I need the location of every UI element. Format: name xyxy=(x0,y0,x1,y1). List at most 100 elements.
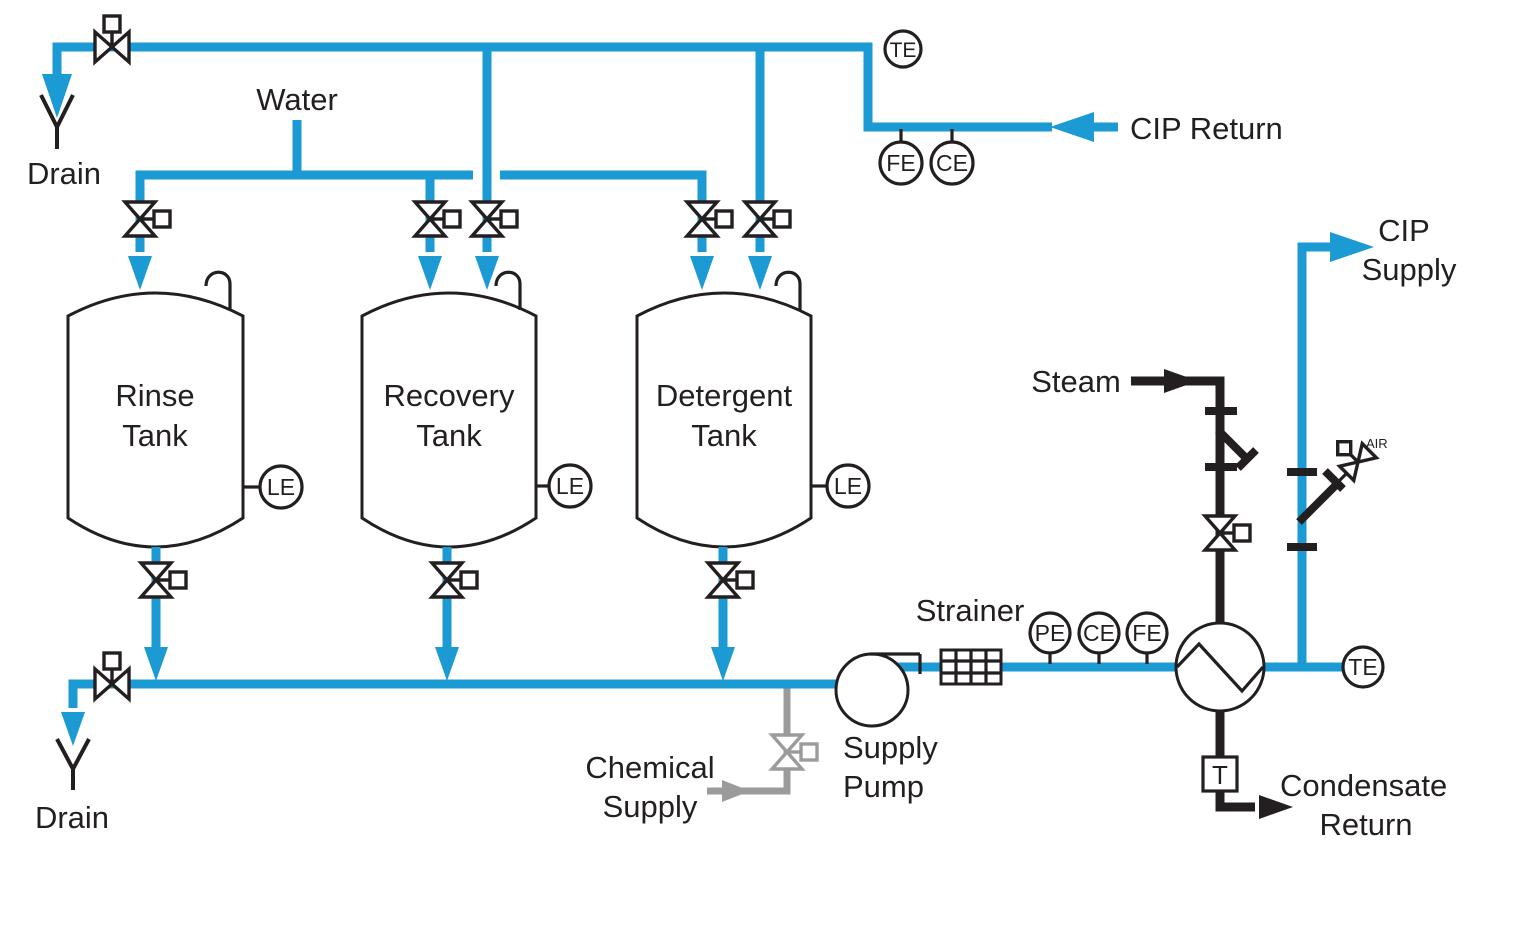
fe-return-instrument: FE xyxy=(878,129,924,186)
recovery-tank-label-line2: Tank xyxy=(416,418,482,453)
bottom-drain-label: Drain xyxy=(35,800,109,835)
instrument-tag: FE xyxy=(1132,620,1161,646)
air-label: AIR xyxy=(1366,436,1388,451)
supply-pump-label-line1: Supply xyxy=(843,730,938,765)
water-manifold-right xyxy=(500,170,707,252)
suction-header-pipe xyxy=(68,679,860,708)
chemical-supply-label-line2: Supply xyxy=(603,789,698,824)
top-header-pipe xyxy=(52,42,1052,132)
suction-header-valve xyxy=(93,651,131,701)
rinse-level-instrument: LE xyxy=(243,464,304,510)
instrument-tag: CE xyxy=(936,150,968,176)
condensate-return-label-line2: Return xyxy=(1319,807,1412,842)
condensate-return-label-line1: Condensate xyxy=(1280,768,1447,803)
instrument-bubble xyxy=(1028,611,1072,655)
instrument-tag: PE xyxy=(1035,620,1066,646)
recovery-outlet-valve xyxy=(430,561,479,599)
instrument-bubble xyxy=(929,140,975,186)
steam-line-fittings xyxy=(1205,407,1259,471)
instrument-tag: LE xyxy=(556,473,584,499)
detergent-tank-body xyxy=(635,291,813,549)
recovery-level-instrument: LE xyxy=(536,463,593,509)
steam-trap-label: T xyxy=(1212,760,1228,790)
detergent-level-instrument: LE xyxy=(811,463,871,509)
air-valve xyxy=(1336,440,1380,484)
recovery-inlet-valve-right xyxy=(470,200,519,238)
steam-control-valve xyxy=(1203,514,1252,552)
drain-funnel-icon xyxy=(39,94,75,149)
chemical-supply-arrow xyxy=(722,780,750,802)
recovery-tank-label-line1: Recovery xyxy=(384,378,515,413)
instrument-tag: FE xyxy=(886,150,915,176)
top-header-valve xyxy=(93,14,131,64)
rinse-tank xyxy=(66,291,245,549)
detergent-inlet-valve-right xyxy=(743,200,792,238)
detergent-outlet-arrow xyxy=(711,647,735,681)
recovery-inlet-arrow-left xyxy=(418,256,442,290)
supply-pump xyxy=(834,652,922,728)
detergent-tank xyxy=(635,291,813,549)
steam-label: Steam xyxy=(1031,364,1121,399)
top-drain-arrow xyxy=(42,74,72,118)
recovery-inlet-valve-left xyxy=(413,200,462,238)
detergent-inlet-arrow-right xyxy=(748,256,772,290)
instrument-bubble xyxy=(883,29,923,69)
rinse-tank-label-line2: Tank xyxy=(122,418,188,453)
instrument-tag: TE xyxy=(890,39,917,62)
condensate-line xyxy=(1215,709,1293,819)
bottom-drain xyxy=(55,738,91,790)
recovery-tank-body xyxy=(360,291,538,549)
chemical-supply-label-line1: Chemical xyxy=(585,750,714,785)
rinse-outlet-valve xyxy=(139,561,188,599)
rinse-outlet-arrow xyxy=(144,647,168,681)
detergent-tank-label-line1: Detergent xyxy=(656,378,793,413)
rinse-tank-body xyxy=(66,291,245,549)
condensate-pipe-lower xyxy=(1215,790,1255,812)
fe-discharge-instrument: FE xyxy=(1125,611,1169,664)
rinse-tank-label-line1: Rinse xyxy=(115,378,194,413)
steam-sample-branch xyxy=(1215,427,1249,461)
water-distribution xyxy=(128,47,772,290)
rinse-inlet-arrow xyxy=(128,256,152,290)
pe-discharge-instrument: PE xyxy=(1028,611,1072,664)
cip-supply-label-line2: Supply xyxy=(1362,252,1457,287)
instrument-tag: CE xyxy=(1083,620,1115,646)
strainer-label: Strainer xyxy=(916,593,1025,628)
cip-supply-riser xyxy=(1297,242,1330,667)
supply-pump-label-line2: Pump xyxy=(843,769,924,804)
steam-arrow xyxy=(1164,369,1198,393)
steam-sample-cap xyxy=(1235,447,1259,471)
rinse-tank-vent-icon xyxy=(204,270,232,310)
instrument-tag: LE xyxy=(267,474,295,500)
instrument-bubble xyxy=(878,140,924,186)
steam-trap: T xyxy=(1201,755,1239,793)
te-return-instrument: TE xyxy=(883,29,923,69)
recovery-tank-vent-icon xyxy=(494,270,522,310)
chemical-supply-valve xyxy=(770,733,819,771)
top-drain-label: Drain xyxy=(27,156,101,191)
water-label: Water xyxy=(256,82,338,117)
instrument-bubble xyxy=(825,463,871,509)
bottom-drain-arrow xyxy=(61,712,85,746)
ce-return-instrument: CE xyxy=(929,129,975,186)
air-blow-assembly xyxy=(1287,440,1380,551)
detergent-tank-vent-icon xyxy=(774,270,802,310)
recovery-outlet-arrow xyxy=(435,647,459,681)
instrument-bubble xyxy=(1341,645,1385,689)
instrument-tag: LE xyxy=(834,473,862,499)
te-supply-instrument: TE xyxy=(1341,645,1385,689)
instrument-tag: TE xyxy=(1348,654,1377,680)
cip-return-arrow xyxy=(1050,112,1094,142)
cip-return-label: CIP Return xyxy=(1130,111,1283,146)
top-drain xyxy=(39,94,75,149)
strainer xyxy=(939,648,1003,686)
detergent-inlet-arrow-left xyxy=(690,256,714,290)
drain-funnel-icon xyxy=(55,738,91,790)
cip-supply-label-line1: CIP xyxy=(1378,213,1430,248)
detergent-outlet-valve xyxy=(706,561,755,599)
instrument-bubble xyxy=(1077,611,1121,655)
pump-casing xyxy=(834,652,910,728)
instrument-bubble xyxy=(547,463,593,509)
heat-exchanger-coil xyxy=(1175,641,1265,694)
